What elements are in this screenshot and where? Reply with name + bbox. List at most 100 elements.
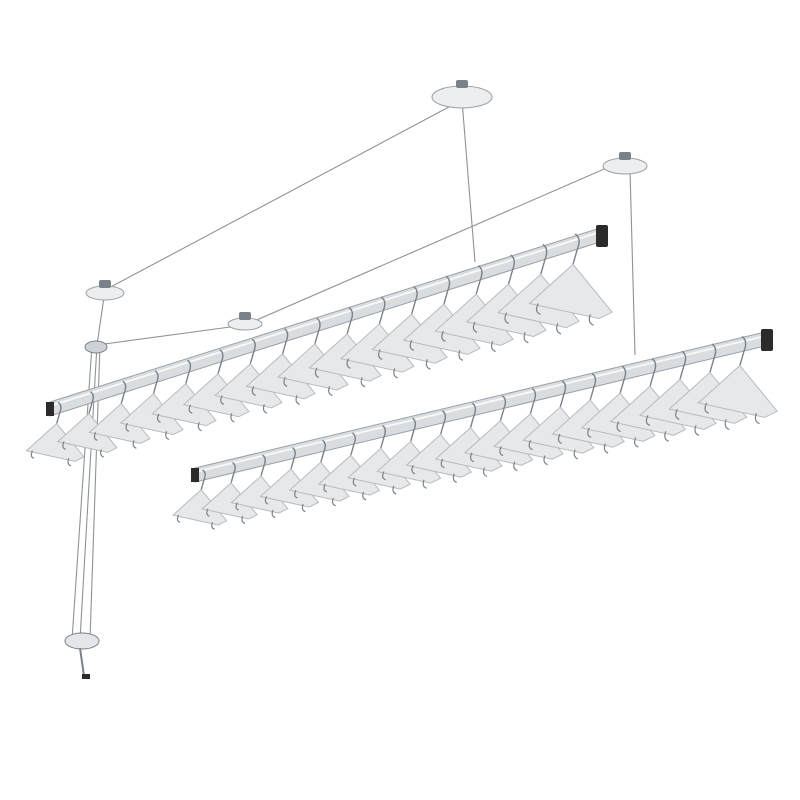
hanger-hook xyxy=(351,432,356,445)
wire xyxy=(461,99,476,263)
hanger-hook xyxy=(292,447,296,459)
hanger-clip xyxy=(482,467,488,477)
hanger-clip xyxy=(188,404,193,414)
hanger-neck xyxy=(559,393,565,408)
hanger-clip xyxy=(616,421,621,432)
hanger-neck xyxy=(409,429,415,442)
hanger-hook xyxy=(262,454,266,466)
hanger-neck xyxy=(589,386,595,401)
hanger-clip xyxy=(241,515,246,524)
hanger-clip xyxy=(452,473,458,483)
hanger-hook xyxy=(574,233,580,250)
hanger-hook xyxy=(154,370,159,383)
hanger-neck xyxy=(249,351,255,365)
hanger-neck xyxy=(649,372,655,387)
hanger-neck xyxy=(314,330,320,345)
rail-end-cap xyxy=(761,329,773,351)
hanger-hook xyxy=(219,349,224,363)
hanger-clip xyxy=(543,455,548,466)
hanger-hook xyxy=(316,317,321,332)
hanger-clip xyxy=(440,458,445,469)
hanger-clip xyxy=(352,477,357,487)
hanger-neck xyxy=(529,400,535,415)
hanger-hook xyxy=(542,243,548,260)
hanger-hook xyxy=(380,296,386,311)
hanger xyxy=(528,233,613,326)
rail-highlight xyxy=(49,231,601,407)
hanger-clip xyxy=(724,419,730,431)
hanger-neck xyxy=(469,415,475,428)
hanger-clip xyxy=(754,413,760,425)
hanger-neck xyxy=(260,465,265,477)
hanger-hook xyxy=(251,338,256,352)
hanger-neck xyxy=(217,361,223,374)
hanger-clip xyxy=(211,521,215,530)
hanger-hook xyxy=(381,424,386,438)
crank-box xyxy=(64,632,100,650)
hanger-clip xyxy=(156,413,161,423)
hanger-neck xyxy=(380,436,385,449)
crank-handle xyxy=(79,647,85,677)
hanger-clip xyxy=(125,422,130,432)
hanger-neck xyxy=(152,382,158,394)
hanger-hook xyxy=(441,410,447,423)
hanger-hook xyxy=(348,307,354,322)
hanger-clip xyxy=(645,415,651,426)
hanger-clip xyxy=(220,395,225,405)
hanger-clip xyxy=(328,386,333,397)
hanger-hook xyxy=(187,359,192,373)
hanger-neck xyxy=(290,458,295,470)
hanger-neck xyxy=(410,300,417,315)
hanger-clip xyxy=(251,386,256,396)
hanger xyxy=(697,335,778,425)
hanger-neck xyxy=(499,408,505,421)
hanger-hook xyxy=(477,264,483,281)
hanger-clip xyxy=(314,367,320,378)
hanger-hook xyxy=(57,401,62,414)
hanger-clip xyxy=(528,440,533,451)
wire xyxy=(96,324,246,346)
hanger-clip xyxy=(62,441,66,450)
pulley-mount xyxy=(456,80,468,88)
hanger-clip xyxy=(499,446,504,457)
hanger-clip xyxy=(235,502,239,511)
hanger-body xyxy=(528,263,613,320)
hanger-hook xyxy=(90,391,94,403)
hanger-clip xyxy=(382,471,386,481)
hanger-neck xyxy=(439,422,445,435)
hanger-clip xyxy=(392,485,397,495)
hanger-clip xyxy=(694,425,700,436)
front-rail xyxy=(171,329,778,530)
hanger-clip xyxy=(441,330,446,342)
hanger-neck xyxy=(185,371,190,384)
hanger-hook xyxy=(651,358,657,373)
hanger-clip xyxy=(469,452,474,463)
hanger-clip xyxy=(603,443,609,454)
hanger-clip xyxy=(490,341,496,353)
rail-end-cap xyxy=(191,468,199,482)
hanger-neck xyxy=(709,357,715,373)
rail-end-cap xyxy=(46,402,54,416)
hanger-clip xyxy=(425,359,431,370)
hanger-clip xyxy=(557,433,563,445)
hanger-clip xyxy=(523,332,529,344)
hanger-clip xyxy=(393,368,398,379)
hanger-neck xyxy=(56,412,61,424)
rail-highlight xyxy=(194,335,766,473)
hanger-clip xyxy=(230,413,235,423)
hanger-clip xyxy=(93,432,98,441)
hanger-clip xyxy=(132,440,137,449)
back-rail xyxy=(25,225,613,467)
wire xyxy=(244,159,626,326)
hanger-clip xyxy=(206,508,210,517)
hanger-clip xyxy=(271,509,276,519)
hanger-neck xyxy=(120,392,126,404)
hanger-hook xyxy=(322,439,326,452)
crank-knob xyxy=(82,674,90,679)
hanger-neck xyxy=(619,379,625,394)
hanger-hook xyxy=(561,380,567,395)
hanger-clip xyxy=(704,402,709,414)
hanger-clip xyxy=(176,514,181,523)
hanger-hook xyxy=(501,395,507,409)
